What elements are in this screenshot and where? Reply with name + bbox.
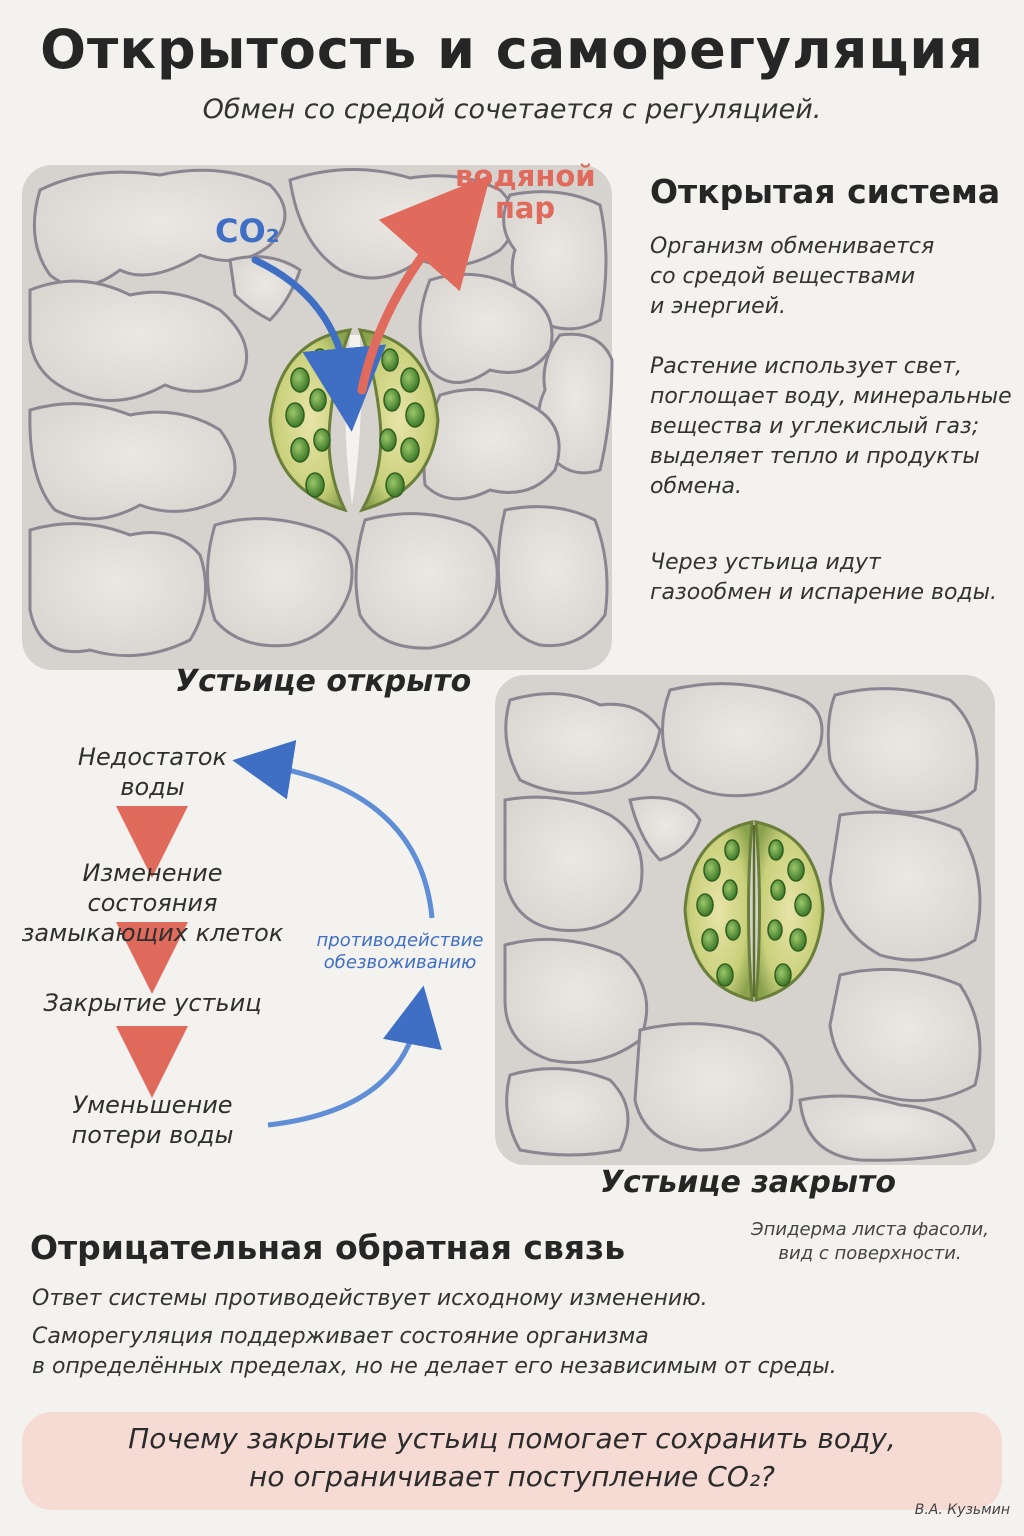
vapor-arrow	[357, 174, 491, 395]
epidermal-cell	[828, 967, 982, 1103]
step-line: Уменьшение	[72, 1091, 233, 1119]
text-line: Саморегуляция поддерживает состояние орг…	[32, 1324, 649, 1349]
closed-guard-cells	[683, 820, 825, 1002]
text-line: Через устьица идут	[650, 550, 881, 575]
epidermal-cell	[28, 402, 237, 521]
feedback-step-2: Изменение состояния замыкающих клеток	[20, 858, 285, 948]
text-line: Ответ системы противодействует исходному…	[32, 1286, 708, 1311]
epidermal-cell	[503, 795, 644, 932]
page-subtitle: Обмен со средой сочетается с регуляцией.	[202, 94, 822, 125]
epidermal-cell	[505, 1067, 630, 1157]
text-line: и энергией.	[650, 294, 786, 319]
loop-arrow-bottom	[267, 985, 442, 1128]
open-system-para1: Организм обменивается со средой вещества…	[650, 232, 1020, 322]
open-guard-cells	[268, 328, 440, 513]
text-line: в определённых пределах, но не делает ег…	[32, 1354, 837, 1379]
vapor-label-line1: водяной	[455, 159, 596, 193]
loop-label-line: обезвоживанию	[323, 952, 477, 973]
epidermal-cell	[661, 682, 824, 798]
text-line: Растение использует свет,	[650, 354, 963, 379]
epidermal-cell	[828, 810, 982, 962]
question-line: но ограничивает поступление CO₂?	[249, 1460, 775, 1493]
negative-feedback-text: Ответ системы противодействует исходному…	[32, 1284, 992, 1382]
open-stoma-caption: Устьице открыто	[175, 664, 472, 699]
step-line: Недостаток	[77, 743, 228, 771]
feedback-step-3: Закрытие устьиц	[20, 988, 285, 1018]
epidermal-cell	[28, 522, 208, 658]
epidermal-cell	[28, 279, 249, 403]
text-line: со средой веществами	[650, 264, 916, 289]
step-line: Изменение состояния	[82, 859, 223, 917]
open-system-para2: Растение использует свет, поглощает воду…	[650, 352, 1020, 502]
epidermal-cell	[354, 512, 499, 650]
epidermal-cell	[496, 505, 609, 648]
step-line: потери воды	[71, 1121, 234, 1149]
feedback-step-1: Недостаток воды	[20, 742, 285, 802]
epidermal-cell	[798, 1094, 978, 1162]
left-guard-cell	[683, 820, 754, 1002]
note-line: Эпидерма листа фасоли,	[751, 1219, 989, 1240]
vapor-label: водяной пар	[455, 159, 596, 225]
loop-label: противодействие обезвоживанию	[305, 930, 495, 974]
text-line: вещества и углекислый газ;	[650, 414, 980, 439]
closed-stoma-epidermis	[495, 675, 995, 1165]
closed-stoma-caption: Устьице закрыто	[600, 1165, 896, 1200]
step-line: воды	[120, 773, 185, 801]
text-line: поглощает воду, минеральные	[650, 384, 1012, 409]
page-title: Открытость и саморегуляция	[40, 18, 984, 81]
right-guard-cell	[754, 820, 825, 1002]
feedback-step-4: Уменьшение потери воды	[20, 1090, 285, 1150]
co2-label: CO₂	[215, 212, 280, 250]
step-line: Закрытие устьиц	[43, 989, 262, 1017]
specimen-note: Эпидерма листа фасоли, вид с поверхности…	[730, 1218, 1010, 1266]
text-line: обмена.	[650, 474, 743, 499]
loop-arrow-top	[232, 740, 435, 919]
author-signature: В.А. Кузьмин	[914, 1502, 1010, 1518]
loop-label-line: противодействие	[316, 930, 484, 951]
text-line: газообмен и испарение воды.	[650, 580, 997, 605]
co2-arrow	[251, 256, 387, 432]
epidermal-cell	[418, 272, 554, 384]
note-line: вид с поверхности.	[778, 1243, 962, 1264]
negative-feedback-heading: Отрицательная обратная связь	[30, 1228, 626, 1267]
step-line: замыкающих клеток	[21, 919, 284, 947]
text-line: Организм обменивается	[650, 234, 935, 259]
question-line: Почему закрытие устьиц помогает сохранит…	[128, 1422, 896, 1455]
open-system-heading: Открытая система	[650, 172, 1001, 211]
open-system-para3: Через устьица идут газообмен и испарение…	[650, 548, 1020, 608]
epidermal-cell	[422, 387, 561, 501]
vapor-label-line2: пар	[494, 191, 556, 225]
epidermal-cell	[504, 692, 662, 795]
epidermal-cell	[826, 687, 979, 814]
epidermal-cell	[633, 1022, 794, 1152]
question-box	[22, 1412, 1002, 1510]
open-stoma-epidermis	[22, 165, 614, 670]
epidermal-cell	[206, 517, 354, 648]
text-line: выделяет тепло и продукты	[650, 444, 980, 469]
chloroplasts	[696, 839, 812, 987]
feedback-loop-arrows	[116, 740, 442, 1128]
question-text: Почему закрытие устьиц помогает сохранит…	[22, 1420, 1002, 1496]
epidermal-cell	[628, 796, 702, 862]
